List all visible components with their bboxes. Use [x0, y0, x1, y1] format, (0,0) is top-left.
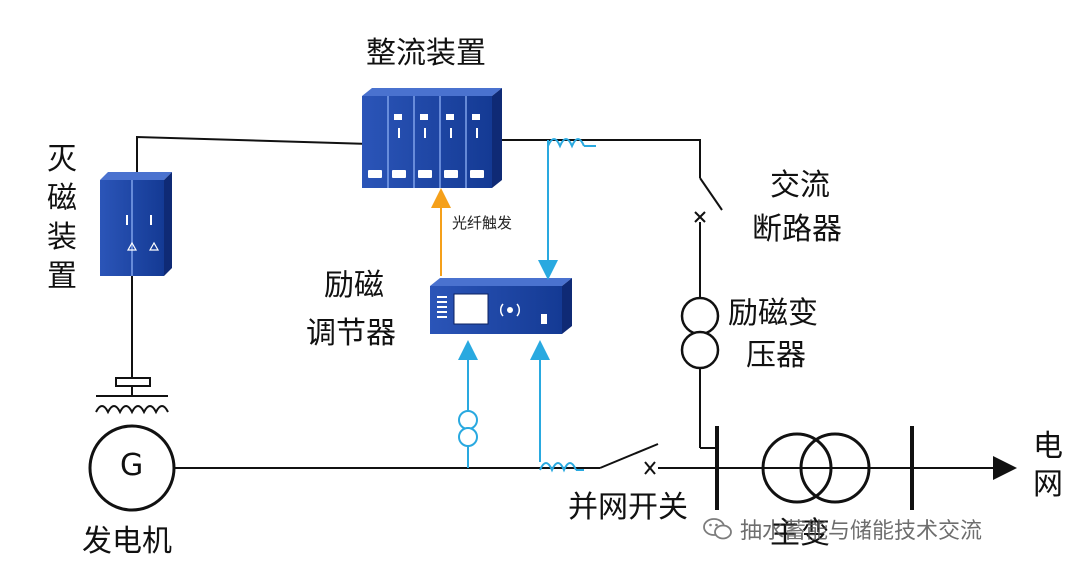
measurement-signal-lines [458, 138, 596, 473]
generator-label: 发电机 [82, 524, 172, 559]
main-power-line [174, 443, 1017, 480]
regulator-label-line1: 励磁 [324, 268, 384, 303]
voltage-transformer-symbol [458, 410, 478, 447]
generator-symbol-letter: G [120, 448, 144, 483]
rectifier-cabinet [362, 88, 502, 188]
de-excitation-cabinet [100, 172, 172, 276]
bus-bars [715, 426, 914, 510]
watermark: 抽水蓄能与储能技术交流 [702, 513, 982, 545]
de-excitation-label: 灭磁装置 [47, 142, 77, 294]
rectifier-label: 整流装置 [366, 36, 486, 71]
regulator-label-line2: 调节器 [306, 316, 396, 351]
grid-switch-label: 并网开关 [568, 490, 688, 525]
grid-label: 电网 [1033, 429, 1063, 502]
main-transformer-symbol [761, 432, 871, 504]
excitation-transformer-label-line2: 压器 [746, 338, 806, 373]
excitation-transformer-label-line1: 励磁变 [728, 296, 818, 331]
excitation-transformer-symbol [680, 296, 720, 370]
ac-breaker-label-line1: 交流 [770, 168, 830, 203]
grid-switch-cross [644, 461, 656, 475]
watermark-text: 抽水蓄能与储能技术交流 [740, 519, 983, 544]
fiber-trigger-label: 光纤触发 [452, 214, 513, 232]
main-transformer-label: 主变 [770, 516, 830, 551]
field-circuit [95, 276, 169, 415]
regulator-device [430, 278, 572, 334]
wechat-icon [703, 518, 732, 540]
ac-breaker-label-line2: 断路器 [752, 212, 842, 247]
ac-breaker [694, 177, 723, 449]
